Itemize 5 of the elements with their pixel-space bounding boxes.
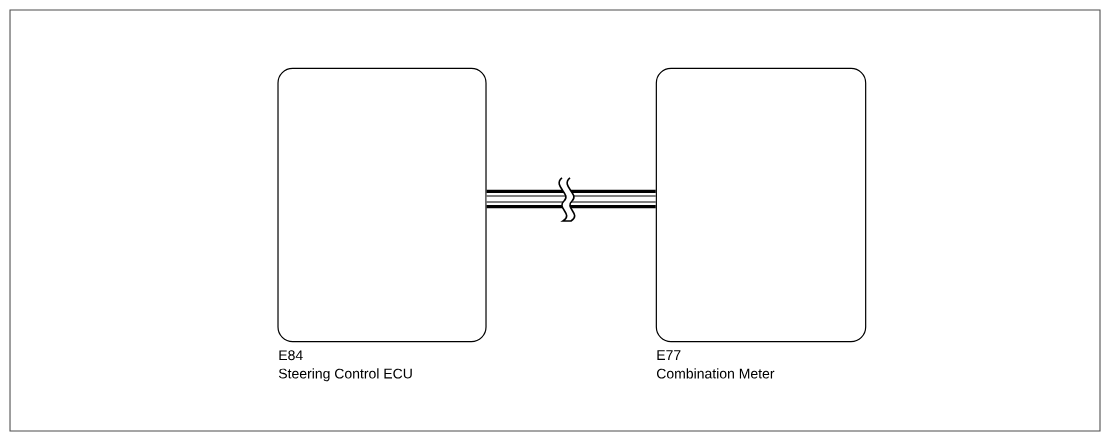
component-label: E77 bbox=[657, 350, 681, 360]
component-label: E84 bbox=[279, 350, 303, 361]
component-label: Combination Meter bbox=[657, 368, 775, 379]
wire-harness bbox=[486, 189, 656, 209]
component-label: Steering Control ECU bbox=[278, 368, 412, 382]
